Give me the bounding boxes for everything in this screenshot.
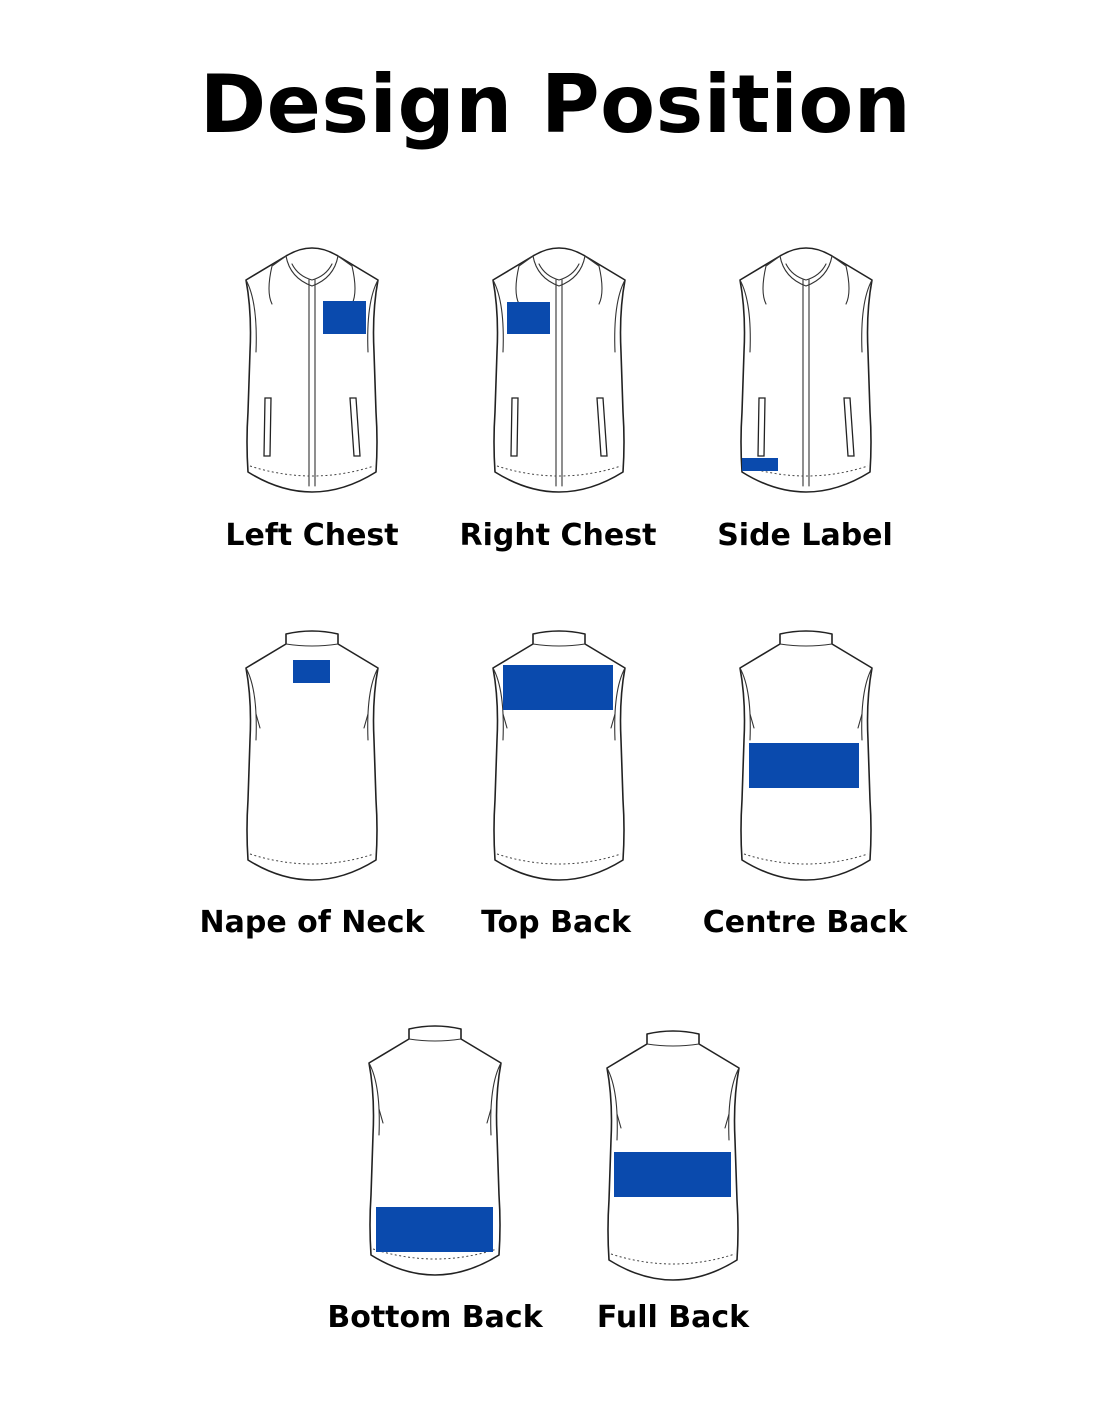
vest-back-top-back (487, 630, 632, 881)
design-area-side-label (742, 458, 778, 471)
page-title: Design Position (199, 58, 912, 151)
design-area-left-chest (323, 301, 366, 334)
vest-front-outline (739, 247, 873, 493)
vest-front-left-chest (240, 242, 385, 493)
position-label-nape-of-neck: Nape of Neck (199, 905, 425, 940)
vest-front-illustration (739, 247, 873, 493)
design-area-top-back (503, 665, 613, 710)
vest-back-illustration (492, 630, 626, 881)
design-area-full-back (614, 1152, 731, 1197)
vest-front-illustration (492, 247, 626, 493)
design-area-bottom-back (376, 1207, 493, 1252)
position-label-left-chest: Left Chest (225, 518, 399, 553)
design-area-right-chest (507, 302, 550, 334)
position-label-centre-back: Centre Back (702, 905, 908, 940)
vest-front-outline (245, 247, 379, 493)
vest-back-centre-back (734, 630, 879, 881)
position-label-full-back: Full Back (596, 1300, 750, 1335)
design-area-nape-of-neck (293, 660, 330, 683)
vest-front-outline (492, 247, 626, 493)
vest-back-illustration (739, 630, 873, 881)
vest-front-side-label (734, 242, 879, 493)
vest-front-right-chest (487, 242, 632, 493)
vest-back-nape-of-neck (240, 630, 385, 881)
vest-back-illustration (245, 630, 379, 881)
position-label-top-back: Top Back (481, 905, 631, 940)
position-label-bottom-back: Bottom Back (327, 1300, 543, 1335)
position-label-right-chest: Right Chest (459, 518, 657, 553)
vest-back-outline (245, 630, 379, 881)
position-label-side-label: Side Label (717, 518, 893, 553)
vest-back-full-back (601, 1030, 746, 1281)
vest-back-illustration (368, 1025, 502, 1276)
vest-front-illustration (245, 247, 379, 493)
vest-back-bottom-back (363, 1025, 508, 1276)
design-area-centre-back (749, 743, 859, 788)
vest-back-illustration (606, 1030, 740, 1281)
